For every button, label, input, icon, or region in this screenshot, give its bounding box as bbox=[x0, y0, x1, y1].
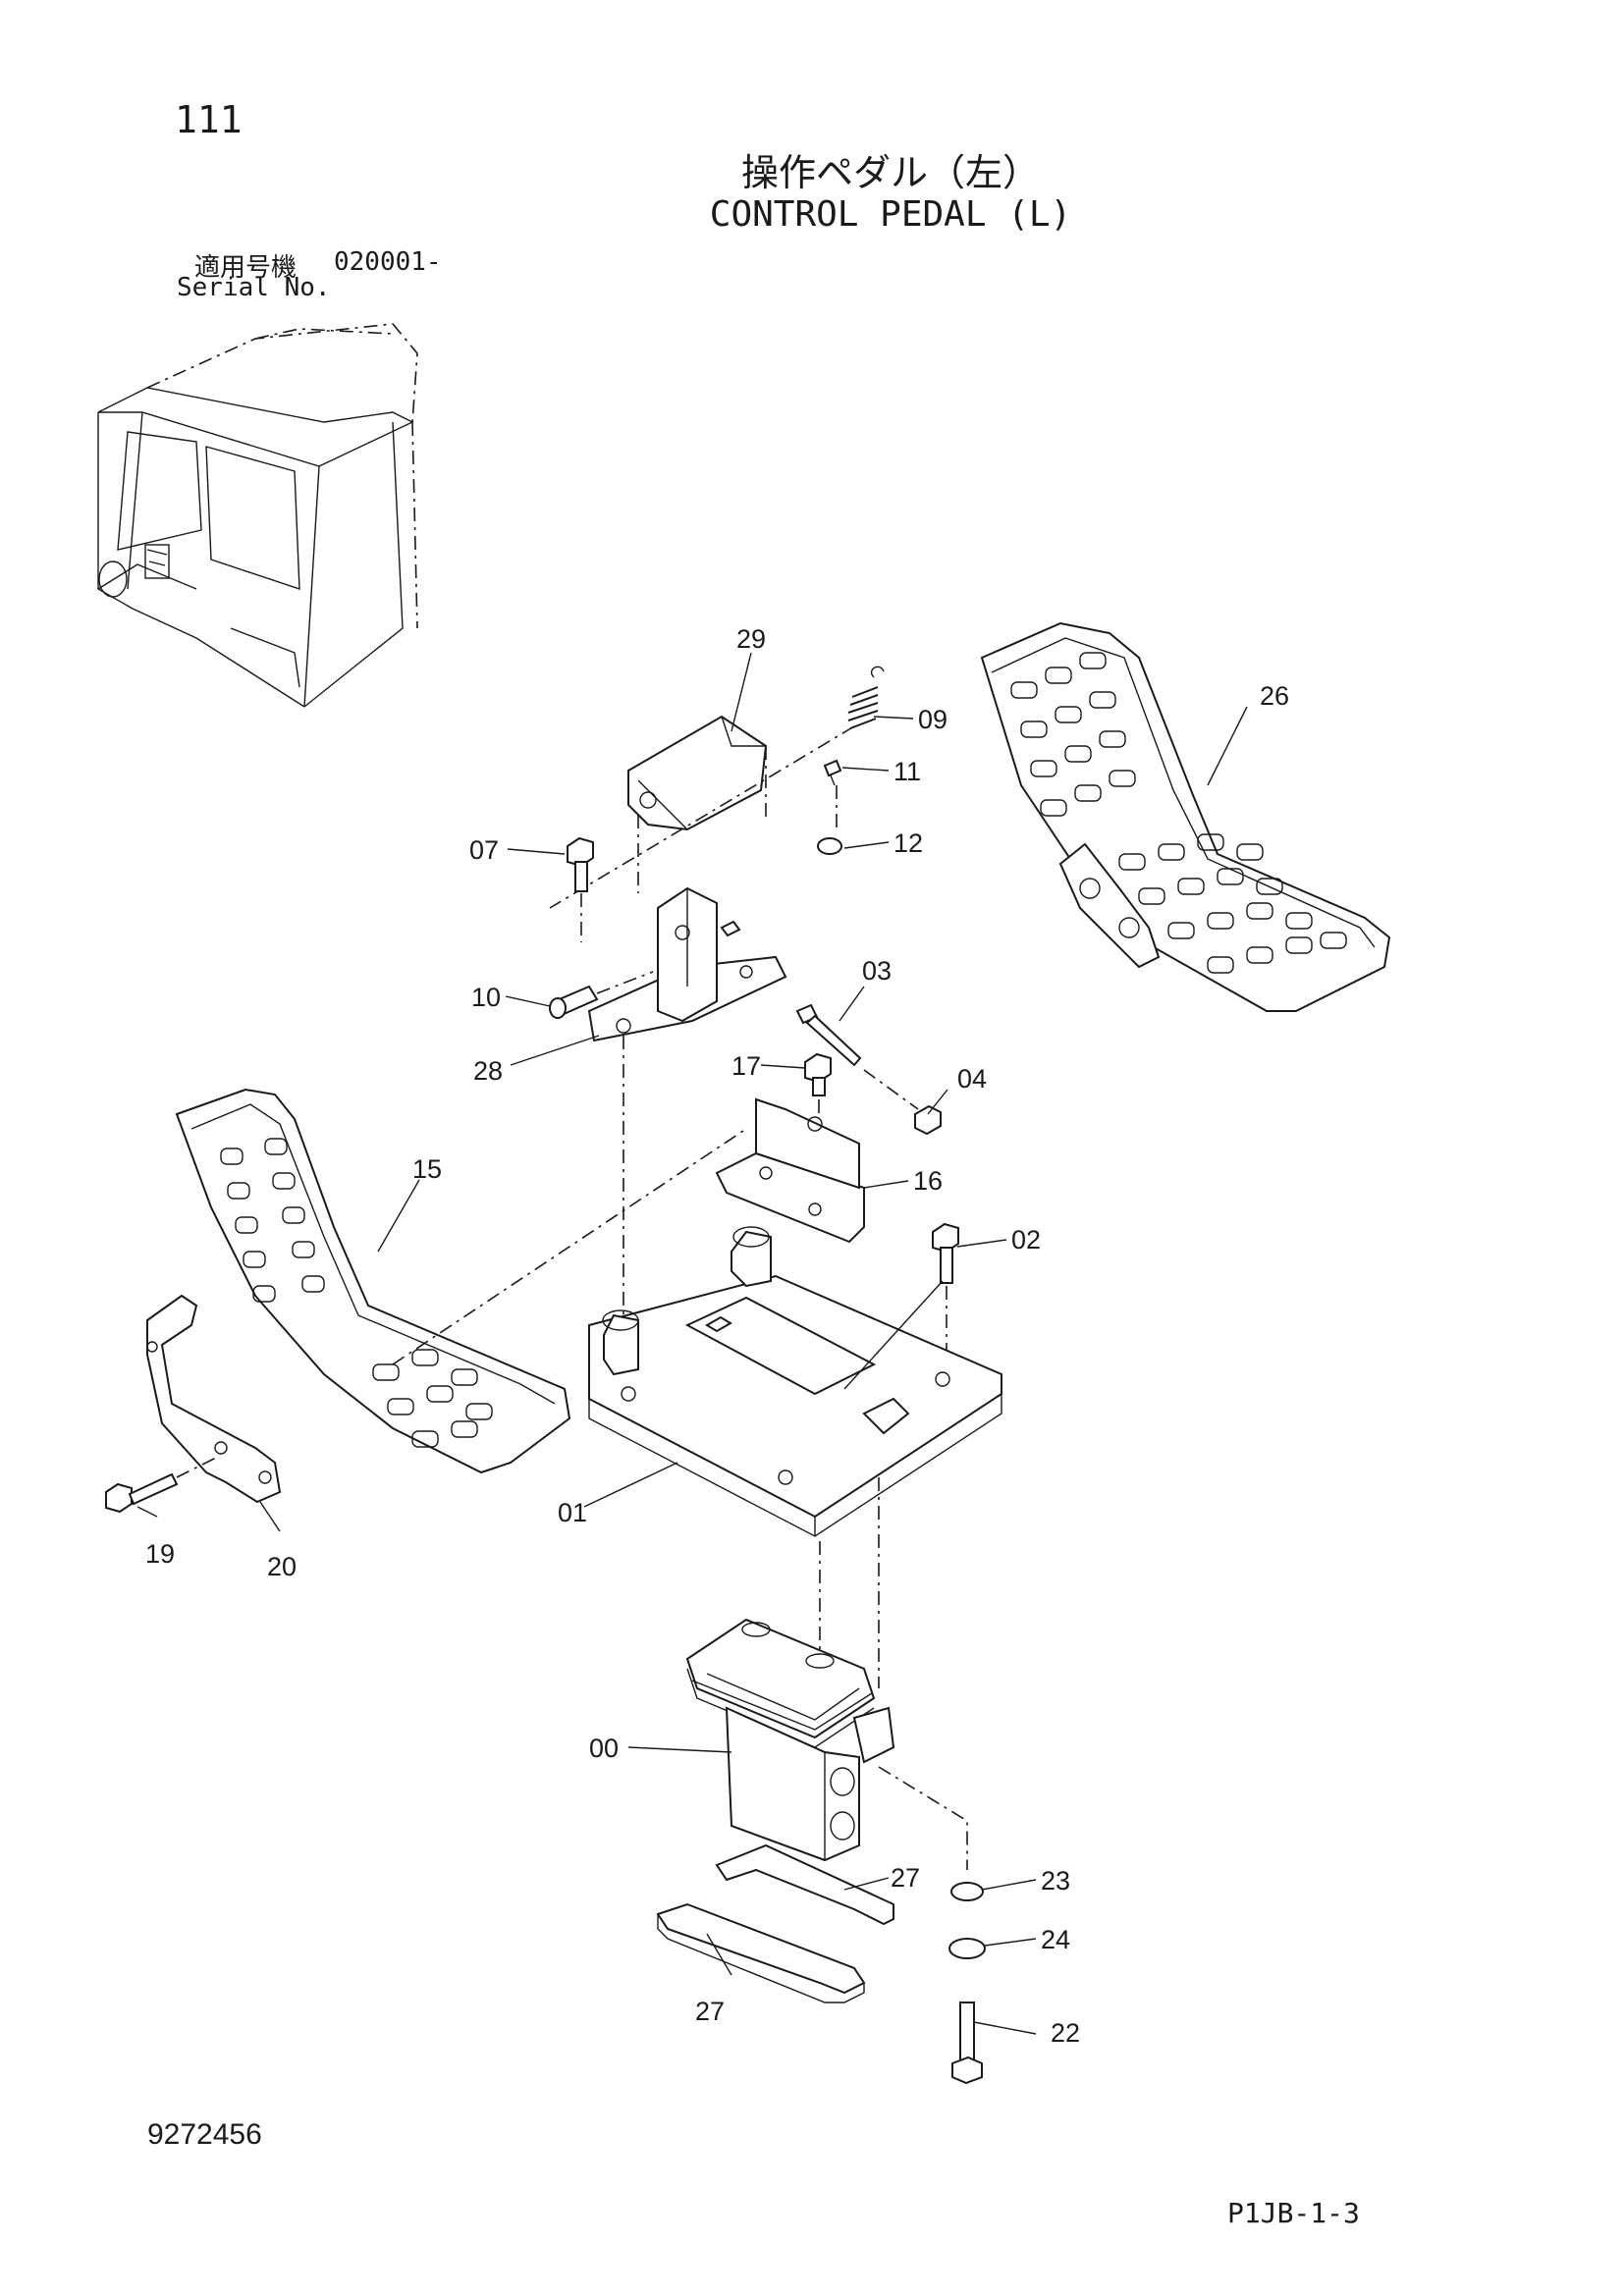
callout-07: 07 bbox=[469, 835, 499, 865]
part-23-washer bbox=[950, 1882, 984, 1901]
page-number: 111 bbox=[175, 98, 243, 141]
callout-17: 17 bbox=[731, 1051, 761, 1081]
serial-label-japanese: 適用号機 bbox=[194, 253, 298, 283]
callout-22: 22 bbox=[1051, 2018, 1080, 2048]
callout-23: 23 bbox=[1041, 1866, 1070, 1896]
callout-26: 26 bbox=[1260, 681, 1289, 711]
sheet-id: P1JB-1-3 bbox=[1227, 2197, 1360, 2229]
part-29-lever-plate bbox=[627, 715, 768, 893]
callout-12: 12 bbox=[893, 828, 923, 858]
serial-number-value: 020001- bbox=[334, 247, 442, 277]
part-03-bolt bbox=[795, 1003, 919, 1110]
callout-15: 15 bbox=[412, 1154, 442, 1184]
callout-09: 09 bbox=[918, 705, 947, 734]
callout-29: 29 bbox=[736, 624, 766, 654]
callout-02: 02 bbox=[1011, 1225, 1041, 1255]
part-15-pedal bbox=[175, 1088, 747, 1474]
callout-10: 10 bbox=[471, 983, 501, 1012]
part-19-bolt bbox=[105, 1457, 217, 1514]
callout-11: 11 bbox=[893, 757, 921, 786]
part-09-spring bbox=[549, 666, 885, 909]
cab-location-thumbnail bbox=[97, 323, 418, 708]
callout-24: 24 bbox=[1041, 1925, 1070, 1954]
callout-01: 01 bbox=[558, 1498, 587, 1527]
part-02-bolt bbox=[932, 1222, 959, 1374]
part-16-bracket bbox=[715, 1097, 865, 1244]
title-japanese: 操作ペダル（左） bbox=[740, 151, 1040, 194]
callout-03: 03 bbox=[862, 956, 892, 986]
part-01-base-plate bbox=[588, 1226, 1002, 1688]
part-10-pin bbox=[549, 971, 654, 1019]
part-07-bolt bbox=[567, 836, 594, 942]
part-27-shims bbox=[656, 1843, 894, 2003]
part-11-pin bbox=[823, 759, 842, 829]
callout-04: 04 bbox=[957, 1064, 987, 1094]
part-20-stay bbox=[146, 1294, 282, 1504]
callout-labels: 29 09 11 12 07 10 28 26 03 04 17 16 02 1… bbox=[145, 624, 1289, 2048]
part-22-bolt bbox=[951, 2002, 983, 2085]
callout-00: 00 bbox=[589, 1734, 619, 1763]
serial-label-english: Serial No. bbox=[177, 273, 331, 302]
pedal-15-tread bbox=[220, 1138, 493, 1448]
part-12-washer bbox=[817, 837, 842, 855]
callout-20: 20 bbox=[267, 1552, 297, 1581]
title-english: CONTROL PEDAL (L) bbox=[709, 194, 1072, 235]
part-17-bolt bbox=[804, 1052, 832, 1119]
leader-lines bbox=[136, 652, 1248, 2035]
callout-16: 16 bbox=[913, 1166, 943, 1196]
part-04-nut bbox=[914, 1104, 942, 1136]
part-24-washer bbox=[948, 1938, 986, 1959]
part-00-pilot-valve bbox=[685, 1618, 968, 1870]
part-28-bracket bbox=[587, 886, 787, 1364]
pedal-26-tread bbox=[1010, 652, 1347, 974]
part-26-pedal bbox=[980, 621, 1391, 1012]
callout-27-upper: 27 bbox=[891, 1863, 920, 1893]
callout-19: 19 bbox=[145, 1539, 175, 1569]
document-number: 9272456 bbox=[147, 2118, 262, 2151]
callout-27-lower: 27 bbox=[695, 1997, 725, 2026]
callout-28: 28 bbox=[473, 1056, 503, 1086]
